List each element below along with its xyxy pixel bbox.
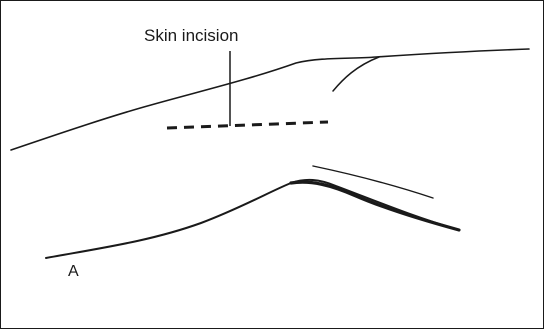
- deep-structure-contour: [46, 180, 459, 258]
- skin-incision-label: Skin incision: [144, 26, 239, 46]
- panel-letter-label: A: [68, 263, 79, 281]
- surface-branch-line: [333, 57, 379, 91]
- deep-structure-thick-segment: [291, 182, 459, 230]
- skin-surface-contour: [11, 49, 529, 150]
- upper-fine-line: [313, 166, 433, 198]
- incision-dashed-line: [167, 122, 328, 128]
